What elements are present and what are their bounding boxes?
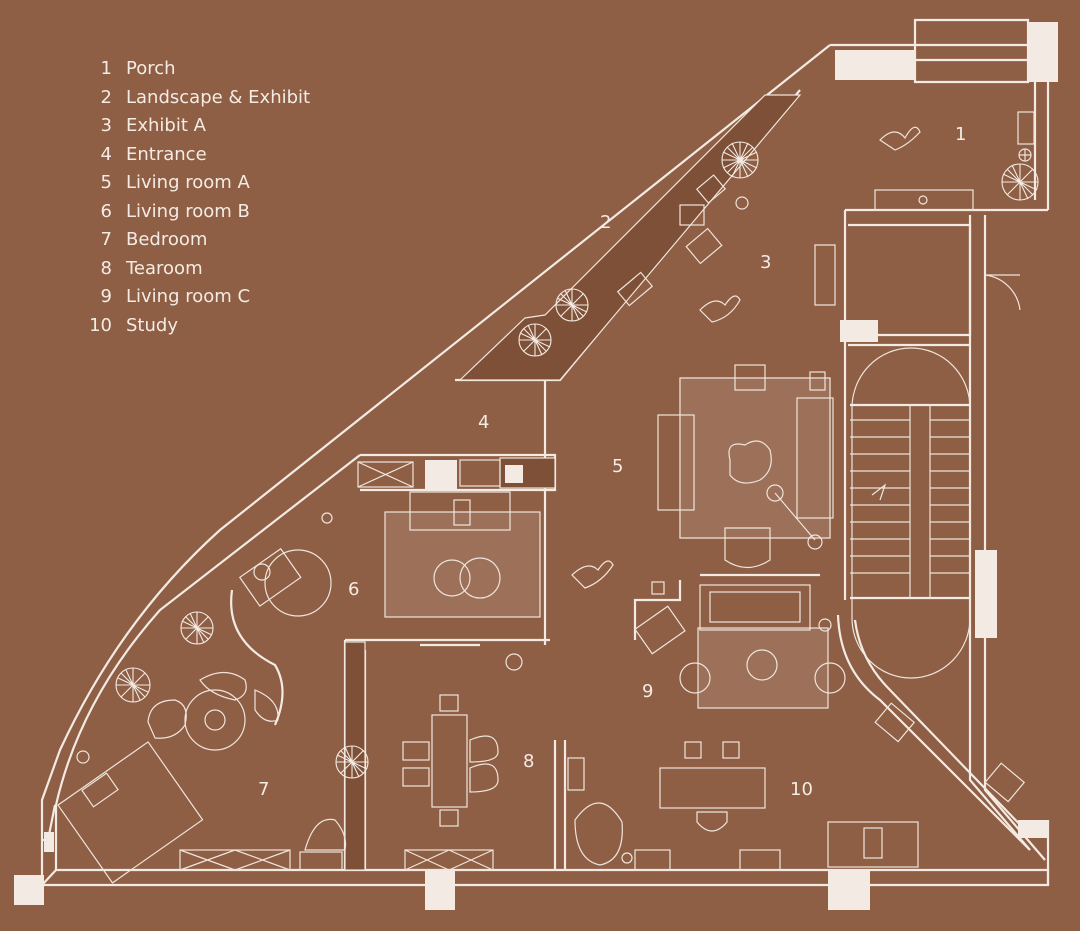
plant-icon: [721, 141, 759, 179]
legend-item-bedroom: 7 Bedroom: [82, 226, 310, 255]
legend-label: Bedroom: [126, 229, 208, 250]
entrance-walls: [357, 380, 557, 645]
room-number-porch: 1: [955, 124, 966, 145]
structural-columns: [14, 22, 1058, 910]
room-number-living-room-c: 9: [642, 681, 653, 702]
legend-item-living-room-a: 5 Living room A: [82, 169, 310, 198]
interior-partitions: [343, 573, 820, 871]
legend-item-porch: 1 Porch: [82, 55, 310, 84]
plant-icon: [335, 745, 369, 779]
room-number-entrance: 4: [478, 412, 489, 433]
living-room-b-furniture: [238, 491, 614, 671]
legend-label: Living room A: [126, 172, 250, 193]
room-number-living-room-a: 5: [612, 456, 623, 477]
room-number-living-room-b: 6: [348, 579, 359, 600]
landscape-gravel: [458, 94, 802, 381]
legend-label: Entrance: [126, 143, 207, 165]
room-number-landscape: 2: [600, 212, 611, 233]
plant-icon: [555, 288, 589, 322]
legend-number: 5: [100, 172, 112, 193]
tearoom-furniture: [402, 694, 499, 871]
room-number-bedroom: 7: [258, 779, 269, 800]
legend: 1 Porch 2 Landscape & Exhibit 3 Exhibit A 4…: [82, 55, 310, 340]
legend-number: 7: [100, 229, 112, 250]
legend-label: Landscape & Exhibit: [126, 86, 311, 108]
legend-number: 8: [100, 257, 112, 279]
legend-item-study: 10 Study: [82, 312, 310, 341]
legend-label: Exhibit A: [126, 115, 206, 136]
plant-icon: [115, 667, 151, 703]
living-room-c-furniture: [634, 581, 846, 709]
room-number-exhibit-a: 3: [760, 252, 771, 273]
legend-number: 6: [100, 200, 112, 222]
room-numbers: 1 2 3 4 5 6 7 8 9 10: [258, 124, 966, 800]
porch-furniture: [879, 111, 1035, 162]
study-furniture: [567, 741, 919, 871]
legend-label: Study: [126, 314, 178, 336]
legend-item-living-room-c: 9 Living room C: [82, 283, 310, 312]
plant-icon: [1001, 163, 1039, 201]
legend-item-tearoom: 8 Tearoom: [82, 255, 310, 284]
legend-label: Porch: [126, 58, 176, 79]
doors: [814, 244, 1021, 311]
exhibit-furniture: [616, 174, 749, 323]
legend-item-exhibit-a: 3 Exhibit A: [82, 112, 310, 141]
stairs: [836, 347, 1031, 851]
legend-item-landscape-exhibit: 2 Landscape & Exhibit: [82, 84, 311, 113]
legend-number: 2: [100, 86, 112, 108]
legend-label: Living room B: [126, 200, 250, 222]
legend-number: 4: [100, 143, 112, 165]
plant-icon: [180, 611, 214, 645]
legend-number: 10: [89, 314, 112, 336]
plants: [115, 141, 1039, 779]
legend-number: 9: [100, 286, 112, 307]
legend-item-entrance: 4 Entrance: [82, 141, 310, 170]
plant-icon: [518, 323, 552, 357]
legend-label: Living room C: [126, 286, 251, 307]
room-number-tearoom: 8: [523, 751, 534, 772]
living-room-a-furniture: [657, 364, 834, 569]
bedroom-furniture: [42, 589, 347, 884]
legend-number: 1: [100, 58, 112, 79]
legend-number: 3: [100, 115, 112, 136]
legend-item-living-room-b: 6 Living room B: [82, 198, 310, 227]
legend-label: Tearoom: [126, 257, 203, 279]
room-number-study: 10: [790, 779, 813, 800]
